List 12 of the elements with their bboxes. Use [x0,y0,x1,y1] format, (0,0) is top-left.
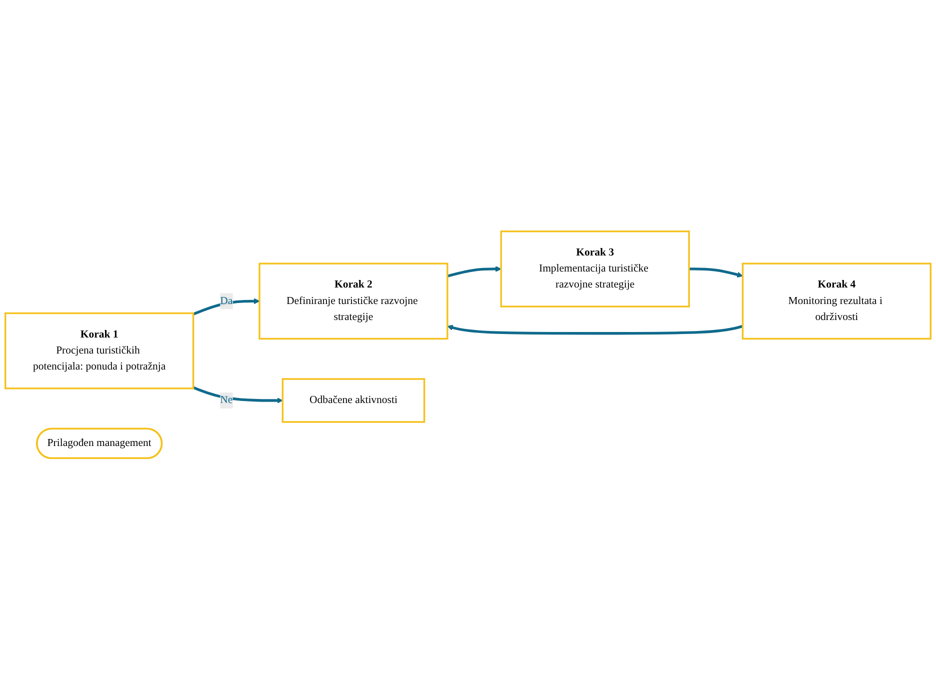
arrow [689,268,743,278]
node-box: Odbačene aktivnosti [282,378,426,423]
node-box: Korak 4 Monitoring rezultata i održivosti [742,262,932,340]
arrow [447,266,502,278]
arrow [192,298,260,316]
node-box: Korak 3 Implementacija turističke razvojne strategije [500,230,690,308]
arrow [447,324,744,335]
arrow [192,386,283,404]
node-box: Korak 2 Definiranje turističke razvojne strategije [258,262,448,340]
node-box: Korak 1 Procjena turističkih potencijala: ponuda i potražnja [4,312,194,390]
edge-label: Ne [220,394,233,406]
edge-label: Da [220,295,233,307]
